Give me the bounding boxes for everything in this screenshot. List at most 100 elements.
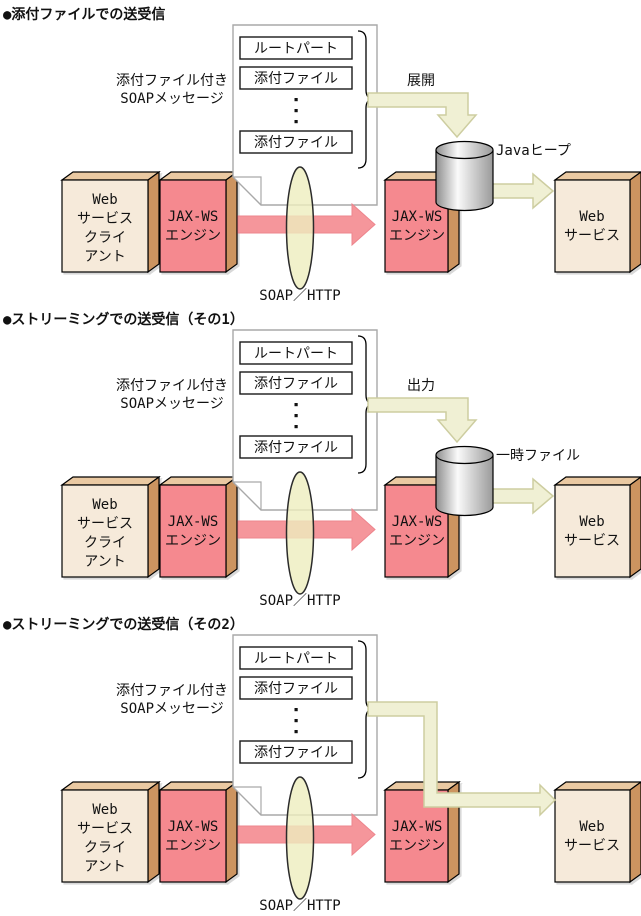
soap-http-ellipse bbox=[285, 471, 315, 595]
attachment-label: 添付ファイル bbox=[254, 745, 338, 761]
box-top-face bbox=[553, 171, 641, 181]
box-top-face bbox=[553, 781, 641, 791]
section-title: ●添付ファイルでの送受信 bbox=[3, 6, 165, 23]
box-label: Web bbox=[579, 514, 604, 530]
web-service-box: Web サービス bbox=[553, 781, 641, 884]
box-label: Web bbox=[92, 192, 117, 208]
message-label-line1: 添付ファイル付き bbox=[116, 73, 228, 89]
attachment-box-1 bbox=[239, 371, 353, 395]
jaxws-engine-box-client-side: JAX-WS エンジン bbox=[158, 780, 239, 884]
section-attachment-transfer: ●添付ファイルでの送受信 Web サービス クライ アント JAX-WS エンジ… bbox=[3, 6, 641, 304]
box-side-face bbox=[225, 170, 238, 274]
message-label-line2: SOAPメッセージ bbox=[120, 91, 223, 107]
web-service-box: Web サービス bbox=[553, 171, 641, 274]
box-label: サービス bbox=[77, 821, 133, 837]
expand-arrow bbox=[367, 92, 478, 139]
box-label: サービス bbox=[77, 211, 133, 227]
ellipsis-dots bbox=[294, 403, 298, 429]
cylinder-body bbox=[435, 455, 494, 517]
flow-label: 出力 bbox=[407, 378, 435, 394]
box-front-face bbox=[554, 484, 631, 578]
box-label: エンジン bbox=[165, 838, 221, 854]
attachment-box-1 bbox=[239, 676, 353, 700]
box-label: クライ bbox=[84, 840, 126, 856]
box-label: アント bbox=[84, 554, 125, 570]
document-fold-corner bbox=[233, 481, 262, 510]
box-label: サービス bbox=[77, 516, 133, 532]
box-front-face bbox=[61, 179, 149, 273]
message-label-line1: 添付ファイル付き bbox=[116, 683, 228, 699]
box-label: サービス bbox=[564, 533, 620, 549]
document-fold-corner bbox=[233, 176, 262, 205]
jaxws-engine-box-client-side: JAX-WS エンジン bbox=[158, 475, 239, 579]
temp-file-cylinder bbox=[435, 445, 494, 517]
box-side-face bbox=[629, 171, 641, 274]
soap-message-document: ルートパート 添付ファイル 添付ファイル bbox=[232, 24, 378, 206]
box-front-face bbox=[159, 179, 227, 273]
soap-message-document: ルートパート 添付ファイル 添付ファイル bbox=[232, 329, 378, 511]
box-side-face bbox=[225, 475, 238, 579]
attachment-box-1 bbox=[239, 66, 353, 90]
ellipsis-dots bbox=[294, 708, 298, 734]
box-label: エンジン bbox=[389, 228, 445, 244]
box-label: エンジン bbox=[165, 533, 221, 549]
to-service-arrow bbox=[489, 172, 555, 210]
root-part-box bbox=[239, 646, 353, 670]
box-label: JAX-WS bbox=[168, 514, 219, 530]
java-heap-cylinder bbox=[435, 140, 494, 212]
root-part-box bbox=[239, 36, 353, 60]
box-front-face bbox=[61, 789, 149, 883]
attachment-label: 添付ファイル bbox=[254, 681, 338, 697]
box-label: アント bbox=[84, 859, 125, 875]
cylinder-top bbox=[435, 445, 494, 465]
root-part-label: ルートパート bbox=[254, 41, 338, 57]
box-label: Web bbox=[579, 209, 604, 225]
box-top-face bbox=[60, 171, 161, 181]
box-label: JAX-WS bbox=[392, 819, 443, 835]
web-service-box: Web サービス bbox=[553, 476, 641, 579]
root-part-label: ルートパート bbox=[254, 346, 338, 362]
transport-label: SOAP／HTTP bbox=[259, 288, 340, 304]
section-title: ●ストリーミングでの送受信（その2） bbox=[3, 616, 244, 633]
root-part-box bbox=[239, 341, 353, 365]
box-top-face bbox=[158, 476, 239, 486]
box-label: アント bbox=[84, 249, 125, 265]
box-label: JAX-WS bbox=[168, 819, 219, 835]
box-side-face bbox=[147, 475, 160, 579]
to-service-arrow bbox=[489, 477, 555, 515]
message-label-line2: SOAPメッセージ bbox=[120, 396, 223, 412]
web-service-client-box: Web サービス クライ アント bbox=[60, 170, 161, 274]
box-label: エンジン bbox=[389, 838, 445, 854]
box-front-face bbox=[159, 789, 227, 883]
document-fold-corner bbox=[233, 786, 262, 815]
transport-label: SOAP／HTTP bbox=[259, 898, 340, 914]
box-top-face bbox=[60, 476, 161, 486]
attachment-label: 添付ファイル bbox=[254, 440, 338, 456]
box-side-face bbox=[147, 170, 160, 274]
attachment-box-2 bbox=[239, 130, 353, 154]
box-side-face bbox=[629, 476, 641, 579]
output-arrow bbox=[367, 397, 478, 444]
box-label: JAX-WS bbox=[392, 209, 443, 225]
box-label: JAX-WS bbox=[168, 209, 219, 225]
box-front-face bbox=[554, 179, 631, 273]
cylinder-top bbox=[435, 140, 494, 160]
message-label-line2: SOAPメッセージ bbox=[120, 701, 223, 717]
storage-label: Javaヒープ bbox=[496, 143, 571, 159]
attachment-box-2 bbox=[239, 740, 353, 764]
attachment-label: 添付ファイル bbox=[254, 135, 338, 151]
section-streaming-transfer-2: ●ストリーミングでの送受信（その2） Web サービス クライ アント JAX-… bbox=[3, 616, 641, 914]
soap-http-ellipse bbox=[285, 166, 315, 290]
box-top-face bbox=[158, 781, 239, 791]
box-label: Web bbox=[92, 497, 117, 513]
section-streaming-transfer-1: ●ストリーミングでの送受信（その1） Web サービス クライ アント JAX-… bbox=[3, 311, 641, 609]
box-label: エンジン bbox=[165, 228, 221, 244]
box-label: サービス bbox=[564, 228, 620, 244]
box-label: Web bbox=[579, 819, 604, 835]
jaxws-engine-box-server-side: JAX-WS エンジン bbox=[383, 780, 461, 884]
box-label: JAX-WS bbox=[392, 514, 443, 530]
attachment-label: 添付ファイル bbox=[254, 376, 338, 392]
box-front-face bbox=[554, 789, 631, 883]
box-label: クライ bbox=[84, 535, 126, 551]
streaming-bypass-arrow bbox=[367, 701, 557, 817]
